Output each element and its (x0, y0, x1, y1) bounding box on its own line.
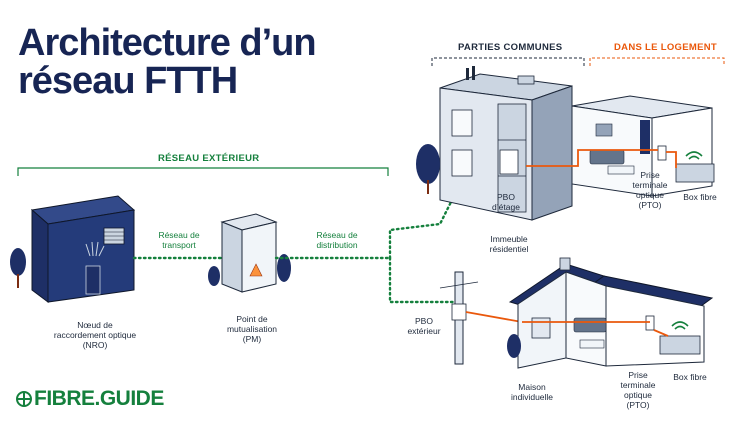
tree-icon (416, 144, 440, 194)
exterior-bracket (17, 167, 389, 176)
box-top-label: Box fibre (683, 192, 717, 202)
shrub-icon (208, 254, 291, 286)
logo: FIBRE.GUIDE (14, 387, 164, 411)
apartment-interior (571, 95, 715, 197)
wifi-icon (685, 151, 703, 160)
fiber-orange-house (522, 321, 669, 337)
logo-dot: . (94, 387, 101, 410)
fiber-orange-top (526, 149, 677, 168)
section-common: PARTIES COMMUNES (458, 42, 563, 53)
pm-label: Point de mutualisation (PM) (226, 314, 278, 344)
apartment-building (439, 66, 573, 221)
pbo-etage-label: PBO d’étage (492, 192, 520, 212)
section-home: DANS LE LOGEMENT (614, 42, 717, 53)
pbo-ext-label: PBO extérieur (407, 316, 441, 336)
section-exterior: RÉSEAU EXTÉRIEUR (158, 153, 260, 164)
fiber-orange-pole (465, 311, 523, 323)
pto-top-label: Prise terminale optique (PTO) (632, 170, 668, 210)
logo-suffix: GUIDE (99, 387, 165, 410)
common-bracket (431, 57, 585, 66)
title-line-1: Architecture d’un (18, 22, 317, 64)
logo-icon (16, 391, 32, 407)
utility-pole (439, 271, 479, 365)
wifi-icon (671, 321, 689, 330)
shrub-icon (507, 334, 521, 358)
transport-label: Réseau de transport (158, 230, 200, 250)
nro-label: Nœud de raccordement optique (NRO) (53, 320, 137, 350)
box-bottom-label: Box fibre (673, 372, 707, 382)
home-bracket (589, 57, 725, 66)
page-title: Architecture d’un réseau FTTH (18, 22, 317, 102)
nro-building (30, 195, 136, 303)
house (508, 257, 714, 369)
immeuble-label: Immeuble résidentiel (489, 234, 529, 254)
title-line-2: réseau FTTH (18, 60, 238, 102)
tree-icon (10, 248, 26, 288)
maison-label: Maison individuelle (510, 382, 554, 402)
distribution-label: Réseau de distribution (316, 230, 358, 250)
logo-brand: FIBRE (34, 387, 95, 410)
pto-bottom-label: Prise terminale optique (PTO) (620, 370, 656, 410)
pm-cabinet (220, 213, 278, 293)
